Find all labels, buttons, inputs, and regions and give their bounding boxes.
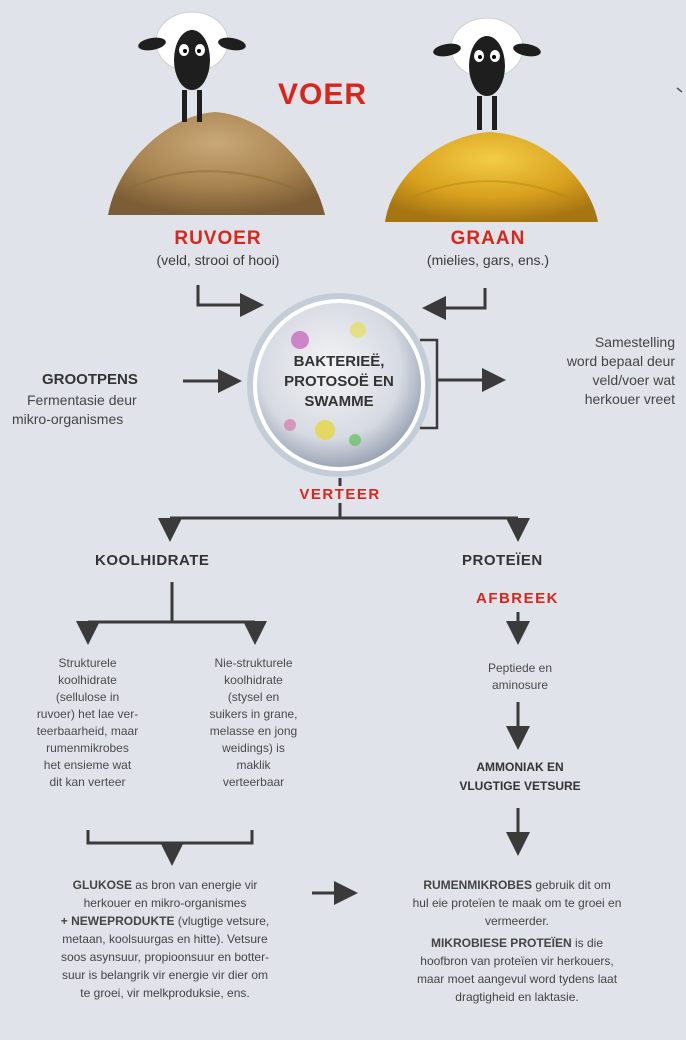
nie-strukturele-line: weidings) is [222,741,285,755]
circle-line-3: SWAMME [304,393,374,410]
ruvoer-heading: RUVOER [174,228,262,249]
grootpens-heading: GROOTPENS [42,371,138,388]
glukose-line: metaan, koolsuurgas en hitte). Vetsure [62,932,268,946]
glukose-text: as bron van energie vir [131,878,258,892]
ammoniak-line: VLUGTIGE VETSURE [459,779,581,793]
rumen-text: gebruik dit om [531,878,611,892]
glukose-line: suur is belangrik vir energie vir dier o… [61,968,269,982]
flow-arrows [76,285,530,905]
sheep-left-icon [138,11,246,122]
grain-pile-icon [385,132,598,222]
strukturele-line: (sellulose in [55,690,120,704]
rumen-line: hoofbron van proteïen vir herkouers, [420,954,614,968]
graan-heading: GRAAN [450,228,526,249]
ammoniak-block: AMMONIAK EN VLUGTIGE VETSURE [425,758,615,796]
rumen-block: RUMENMIKROBES gebruik dit om hul eie pro… [352,876,682,1006]
hay-pile-icon [108,112,325,215]
ruvoer-subtitle: (veld, strooi of hooi) [156,252,280,268]
rumenmikrobes-bold: RUMENMIKROBES [423,878,532,892]
glukose-bold: GLUKOSE [72,878,132,892]
neweprodukte-bold: + NEWEPRODUKTE [60,914,175,928]
afbreek-label: AFBREEK [475,590,559,607]
rumen-text: is die [571,936,604,950]
grootpens-line-1: Fermentasie deur [27,392,137,408]
rumen-line: vermeerder. [484,914,550,928]
neweprodukte-text: (vlugtige vetsure, [174,914,270,928]
proteien-heading: PROTEÏEN [462,552,543,569]
sheep-right-icon [433,17,541,130]
nie-strukturele-line: maklik [236,758,271,772]
strukturele-line: dit kan verteer [49,775,126,789]
rumen-line: hul eie proteïen te maak om te groei en [412,896,622,910]
nie-strukturele-line: melasse en jong [209,724,298,738]
circle-line-1: BAKTERIEË, [293,353,385,370]
strukturele-line: het ensieme wat [43,758,132,772]
strukturele-line: rumenmikrobes [46,741,129,755]
mikrobiese-proteien-bold: MIKROBIESE PROTEÏEN [430,936,572,950]
nie-strukturele-block: Nie-strukturele koolhidrate (stysel en s… [176,655,331,791]
strukturele-line: teerbaarheid, maar [36,724,139,738]
bracket [420,338,439,430]
nie-strukturele-line: suikers in grane, [209,707,298,721]
grootpens-line-2: mikro-organismes [12,411,124,427]
title: VOER [278,78,368,111]
ammoniak-line: AMMONIAK EN [476,760,564,774]
peptiede-line: aminosure [491,678,549,692]
rumen-circle [247,293,431,477]
nie-strukturele-line: koolhidrate [224,673,283,687]
rumen-line: maar moet aangevul word tydens laat [416,972,618,986]
rumen-line: dragtigheid en laktasie. [455,990,579,1004]
peptiede-line: Peptiede en [487,661,553,675]
glukose-line: soos asynsuur, propioonsuur en botter- [60,950,270,964]
glukose-block: GLUKOSE as bron van energie vir herkouer… [0,876,330,1002]
nie-strukturele-line: verteerbaar [222,775,285,789]
nie-strukturele-line: (stysel en [227,690,280,704]
circle-line-2: PROTOSOË EN [284,373,394,390]
samestelling-line-3: veld/voer wat [592,372,675,388]
glukose-line: herkouer en mikro-organismes [83,896,247,910]
strukturele-line: ruvoer) het lae ver- [36,707,139,721]
nie-strukturele-line: Nie-strukturele [214,656,293,670]
strukturele-line: koolhidrate [58,673,117,687]
peptiede-block: Peptiede en aminosure [440,660,600,694]
samestelling-line-1: Samestelling [594,334,675,350]
graan-subtitle: (mielies, gars, ens.) [426,252,550,268]
strukturele-line: Strukturele [58,656,117,670]
koolhidrate-heading: KOOLHIDRATE [95,552,210,569]
tick-mark [676,87,683,93]
samestelling-line-4: herkouer vreet [584,391,675,407]
verteer-label: VERTEER [280,486,400,503]
strukturele-block: Strukturele koolhidrate (sellulose in ru… [10,655,165,791]
samestelling-line-2: word bepaal deur [566,353,675,369]
glukose-line: te groei, vir melkproduksie, ens. [80,986,250,1000]
